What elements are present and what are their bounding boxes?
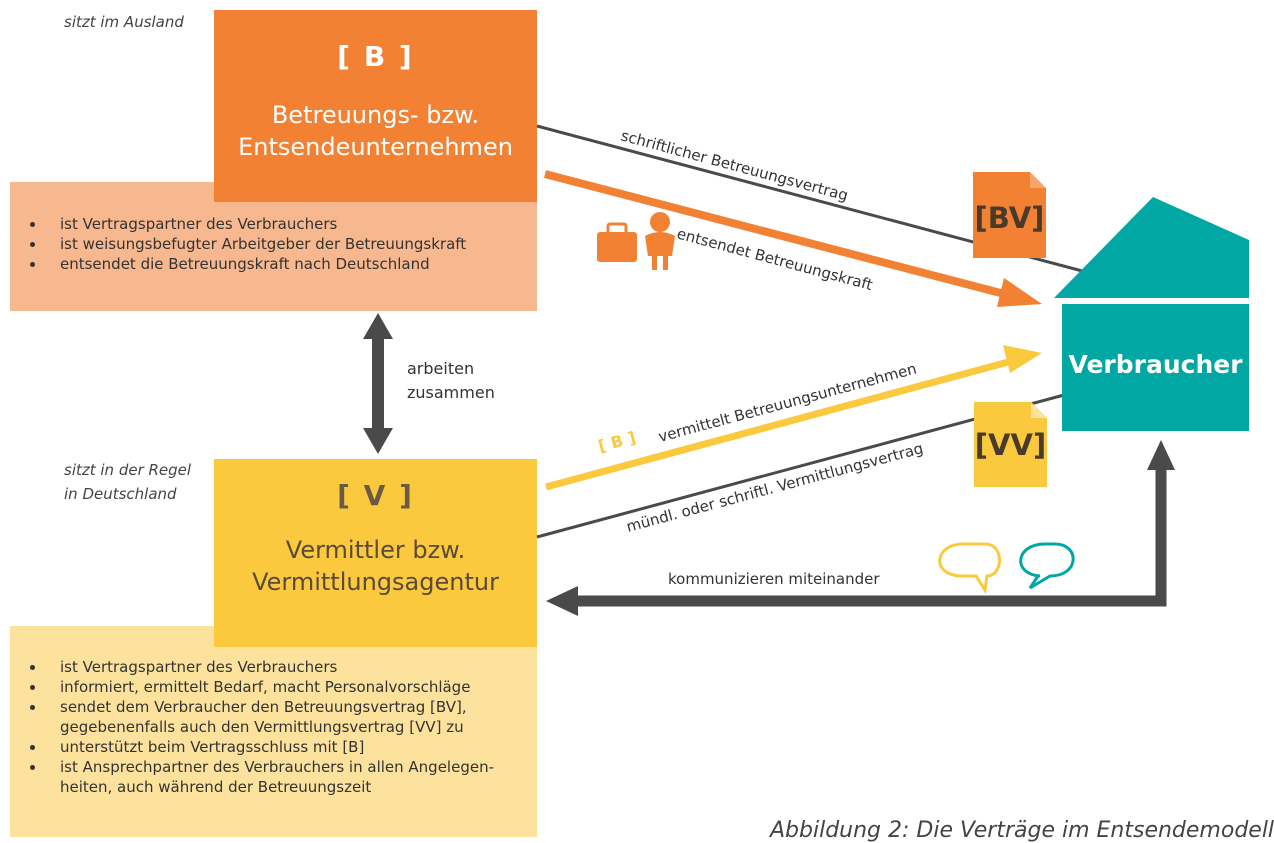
cooperate-line: arbeiten xyxy=(407,359,475,378)
b-info-item: ist Vertragspartner des Verbrauchers xyxy=(46,214,537,234)
v-info-item: unterstützt beim Vertragsschluss mit [B] xyxy=(46,737,537,757)
v-location-line: in Deutschland xyxy=(64,485,177,503)
communicate-label: kommunizieren miteinander xyxy=(668,570,880,588)
b-location-note: sitzt im Ausland xyxy=(64,13,184,31)
entity-v-box: [ V ] Vermittler bzw. Vermittlungsagentu… xyxy=(214,459,537,647)
cooperate-arrow xyxy=(363,313,393,454)
cooperate-label: arbeiten zusammen xyxy=(407,357,495,405)
v-info-item: ist Ansprechpartner des Verbrauchers in … xyxy=(46,757,537,797)
b-info-item: entsendet die Betreuungskraft nach Deuts… xyxy=(46,254,537,274)
entity-b-name: Betreuungs- bzw. Entsendeunternehmen xyxy=(238,99,513,163)
b-info-panel: ist Vertragspartner des Verbrauchers ist… xyxy=(10,182,537,311)
b-info-item: ist weisungsbefugter Arbeitgeber der Bet… xyxy=(46,234,537,254)
b-tag-label: [ B ] xyxy=(596,428,638,456)
v-location-line: sitzt in der Regel xyxy=(64,461,192,479)
mediates-label: vermittelt Betreuungsunternehmen xyxy=(656,359,918,445)
doc-bv-shape xyxy=(973,172,1046,258)
consumer-label: Verbraucher xyxy=(1068,350,1243,379)
care-contract-label: schriftlicher Betreuungsvertrag xyxy=(619,126,850,204)
communicate-arrow xyxy=(546,440,1175,616)
v-location-note: sitzt in der Regel in Deutschland xyxy=(64,458,191,506)
mediate-arrow xyxy=(545,345,1042,491)
doc-vv-label: [VV] xyxy=(974,428,1047,462)
figure-caption: Abbildung 2: Die Verträge im Entsendemod… xyxy=(770,818,1274,843)
entity-b-name-line: Entsendeunternehmen xyxy=(238,133,513,161)
b-info-list: ist Vertragspartner des Verbrauchers ist… xyxy=(10,214,537,274)
doc-vv-shape xyxy=(974,402,1047,487)
v-info-panel: ist Vertragspartner des Verbrauchers inf… xyxy=(10,626,537,837)
entity-v-code: [ V ] xyxy=(337,479,414,512)
send-worker-arrow xyxy=(543,170,1042,307)
doc-bv-label: [BV] xyxy=(974,201,1045,235)
speech-bubble-icon xyxy=(1019,542,1075,590)
entity-v-name: Vermittler bzw. Vermittlungsagentur xyxy=(252,534,499,598)
entity-b-box: [ B ] Betreuungs- bzw. Entsendeunternehm… xyxy=(214,10,537,202)
entity-b-name-line: Betreuungs- bzw. xyxy=(271,101,480,129)
speech-bubble-icon xyxy=(938,542,1001,595)
v-info-list: ist Vertragspartner des Verbrauchers inf… xyxy=(10,657,537,797)
suitcase-icon xyxy=(597,222,637,262)
v-info-item: ist Vertragspartner des Verbrauchers xyxy=(46,657,537,677)
v-info-item: informiert, ermittelt Bedarf, macht Pers… xyxy=(46,677,537,697)
cooperate-line: zusammen xyxy=(407,383,495,402)
entity-b-code: [ B ] xyxy=(337,40,414,73)
entity-v-name-line: Vermittlungsagentur xyxy=(252,568,499,596)
consumer-house xyxy=(1054,197,1249,431)
connector-layer: schriftlicher Betreuungsvertrag entsende… xyxy=(363,124,1249,616)
entity-v-name-line: Vermittler bzw. xyxy=(285,536,466,564)
v-info-item: sendet dem Verbraucher den Betreuungsver… xyxy=(46,697,537,737)
worker-icon xyxy=(645,212,675,270)
